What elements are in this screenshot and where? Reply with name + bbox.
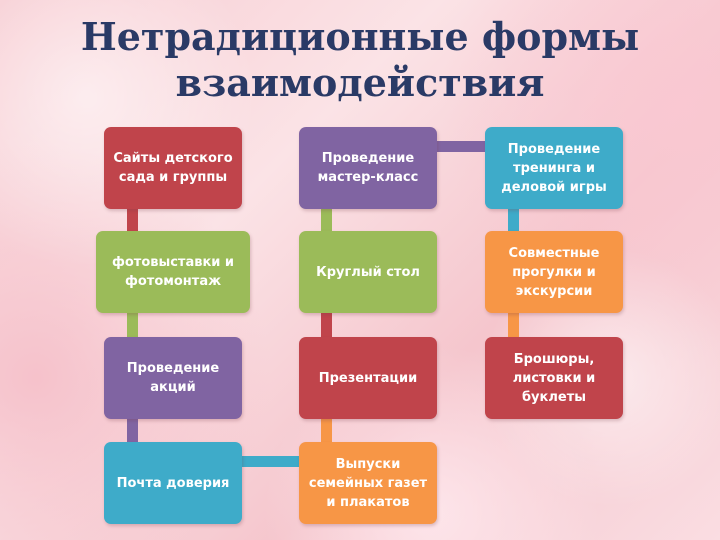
connector-c1-3-4 [127, 418, 138, 444]
page-title: Нетрадиционные формы взаимодействия [0, 14, 720, 106]
connector-c3-2-3 [508, 312, 519, 340]
box-websites-label: Сайты детского сада и группы [113, 151, 233, 185]
title-line-1: Нетрадиционные формы [80, 14, 640, 59]
connector-c1-2-3 [127, 312, 138, 340]
box-newspapers-label: Выпуски семейных газет и плакатов [308, 456, 428, 510]
title-line-2: взаимодействия [175, 60, 545, 105]
box-presentations-label: Презентации [318, 370, 418, 386]
connector-c2-4-3 [321, 418, 332, 444]
connector-c1-1-2 [127, 205, 138, 233]
box-training-label: Проведение тренинга и деловой игры [501, 141, 607, 195]
box-campaigns: Проведение акций [104, 337, 242, 419]
box-brochures-label: Брошюры, листовки и буклеты [512, 351, 596, 405]
box-presentations: Презентации [299, 337, 437, 419]
box-round-table-label: Круглый стол [316, 264, 420, 280]
box-master-class-label: Проведение мастер-класс [317, 151, 419, 185]
connector-c3-1-2 [508, 205, 519, 233]
box-newspapers: Выпуски семейных газет и плакатов [299, 442, 437, 524]
box-round-table: Круглый стол [299, 231, 437, 313]
box-trust-mail: Почта доверия [104, 442, 242, 524]
connector-c2-2-1 [321, 205, 332, 233]
box-campaigns-label: Проведение акций [126, 361, 220, 395]
box-training: Проведение тренинга и деловой игры [485, 127, 623, 209]
box-trust-mail-label: Почта доверия [116, 475, 230, 491]
connector-c1-c2-bottom [241, 456, 303, 467]
connector-c2-3-2 [321, 312, 332, 340]
connector-c2-c3-top [434, 141, 488, 152]
box-photo-exhibitions-label: фотовыставки и фотомонтаж [111, 255, 235, 289]
box-websites: Сайты детского сада и группы [104, 127, 242, 209]
box-walks: Совместные прогулки и экскурсии [485, 231, 623, 313]
box-brochures: Брошюры, листовки и буклеты [485, 337, 623, 419]
box-master-class: Проведение мастер-класс [299, 127, 437, 209]
box-walks-label: Совместные прогулки и экскурсии [508, 245, 600, 299]
box-photo-exhibitions: фотовыставки и фотомонтаж [96, 231, 250, 313]
